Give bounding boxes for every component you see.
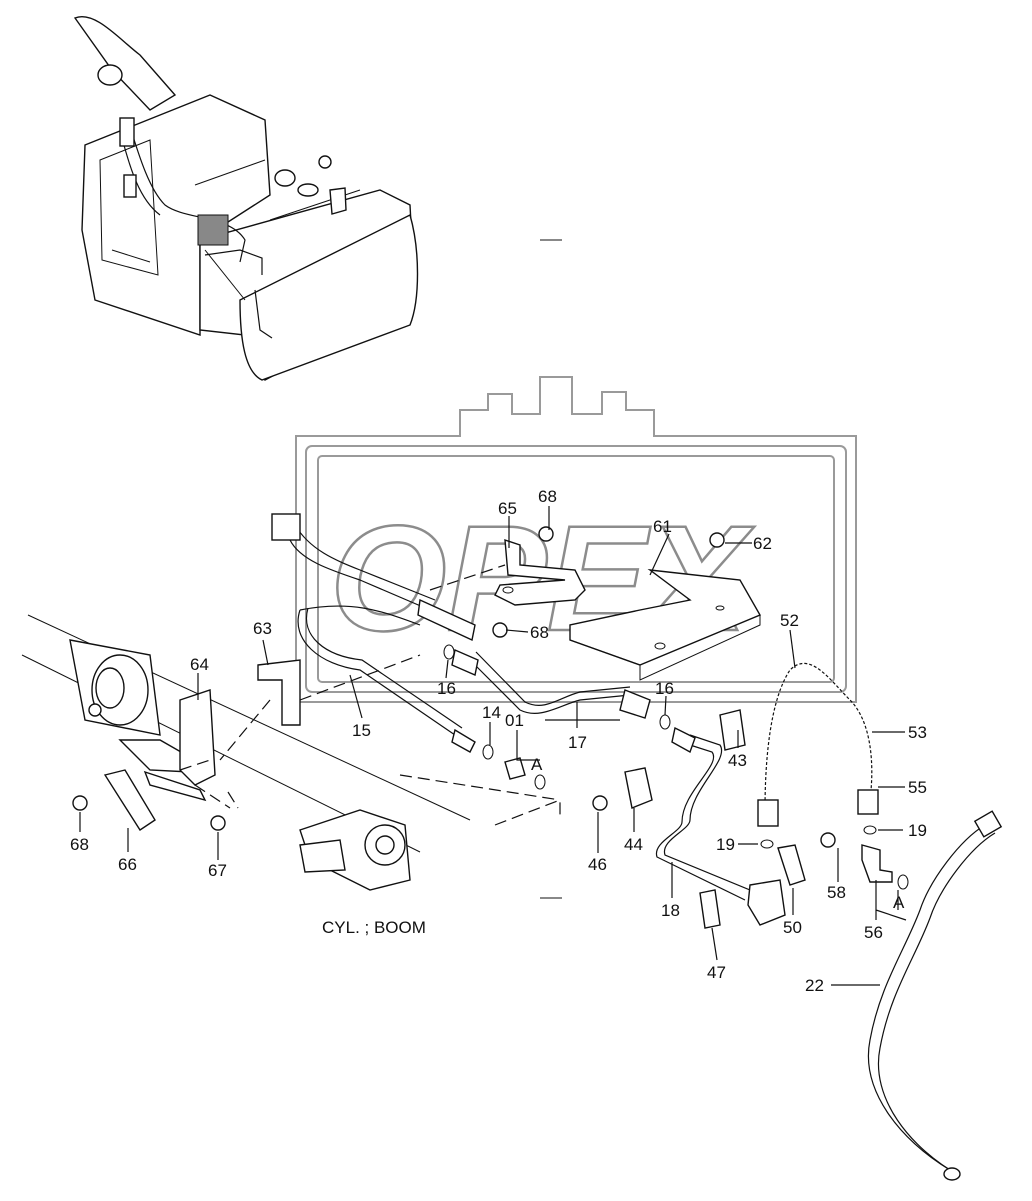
part-label: 64 (190, 655, 209, 674)
part-label: 16 (655, 679, 674, 698)
part-label: 68 (530, 623, 549, 642)
caption-cylinder-boom: CYL. ; BOOM (322, 918, 426, 937)
part-label: 01 (505, 711, 524, 730)
part-label: 62 (753, 534, 772, 553)
part-label: A (893, 893, 905, 912)
part-label: 68 (538, 487, 557, 506)
part-label: 68 (70, 835, 89, 854)
part-label: A (531, 755, 543, 774)
part-label: 14 (482, 703, 501, 722)
watermark: OPEX (295, 376, 857, 703)
part-label: 17 (568, 733, 587, 752)
excavator-overview (73, 15, 419, 381)
assembly-lines (179, 564, 561, 826)
part-label: 16 (437, 679, 456, 698)
part-label: 44 (624, 835, 643, 854)
part-label: 15 (352, 721, 371, 740)
part-label: 46 (588, 855, 607, 874)
part-label: 58 (827, 883, 846, 902)
part-label: 22 (805, 976, 824, 995)
part-label: 56 (864, 923, 883, 942)
part-label: 63 (253, 619, 272, 638)
leader-lines (79, 506, 907, 986)
bracket-65 (494, 538, 586, 606)
part-label: 50 (783, 918, 802, 937)
part-labels: 68 65 61 62 68 52 63 64 16 16 15 14 01 1… (70, 487, 927, 995)
part-label: 47 (707, 963, 726, 982)
part-label: 65 (498, 499, 517, 518)
part-label: 53 (908, 723, 927, 742)
part-label: 61 (653, 517, 672, 536)
part-label: 52 (780, 611, 799, 630)
part-label: 66 (118, 855, 137, 874)
bracket-61 (569, 569, 762, 681)
part-label: 18 (661, 901, 680, 920)
part-label: 19 (716, 835, 735, 854)
part-label: 67 (208, 861, 227, 880)
part-label: 19 (908, 821, 927, 840)
part-label: 55 (908, 778, 927, 797)
part-label: 43 (728, 751, 747, 770)
pipes (72, 513, 1003, 1181)
boom-cylinder (21, 614, 471, 891)
